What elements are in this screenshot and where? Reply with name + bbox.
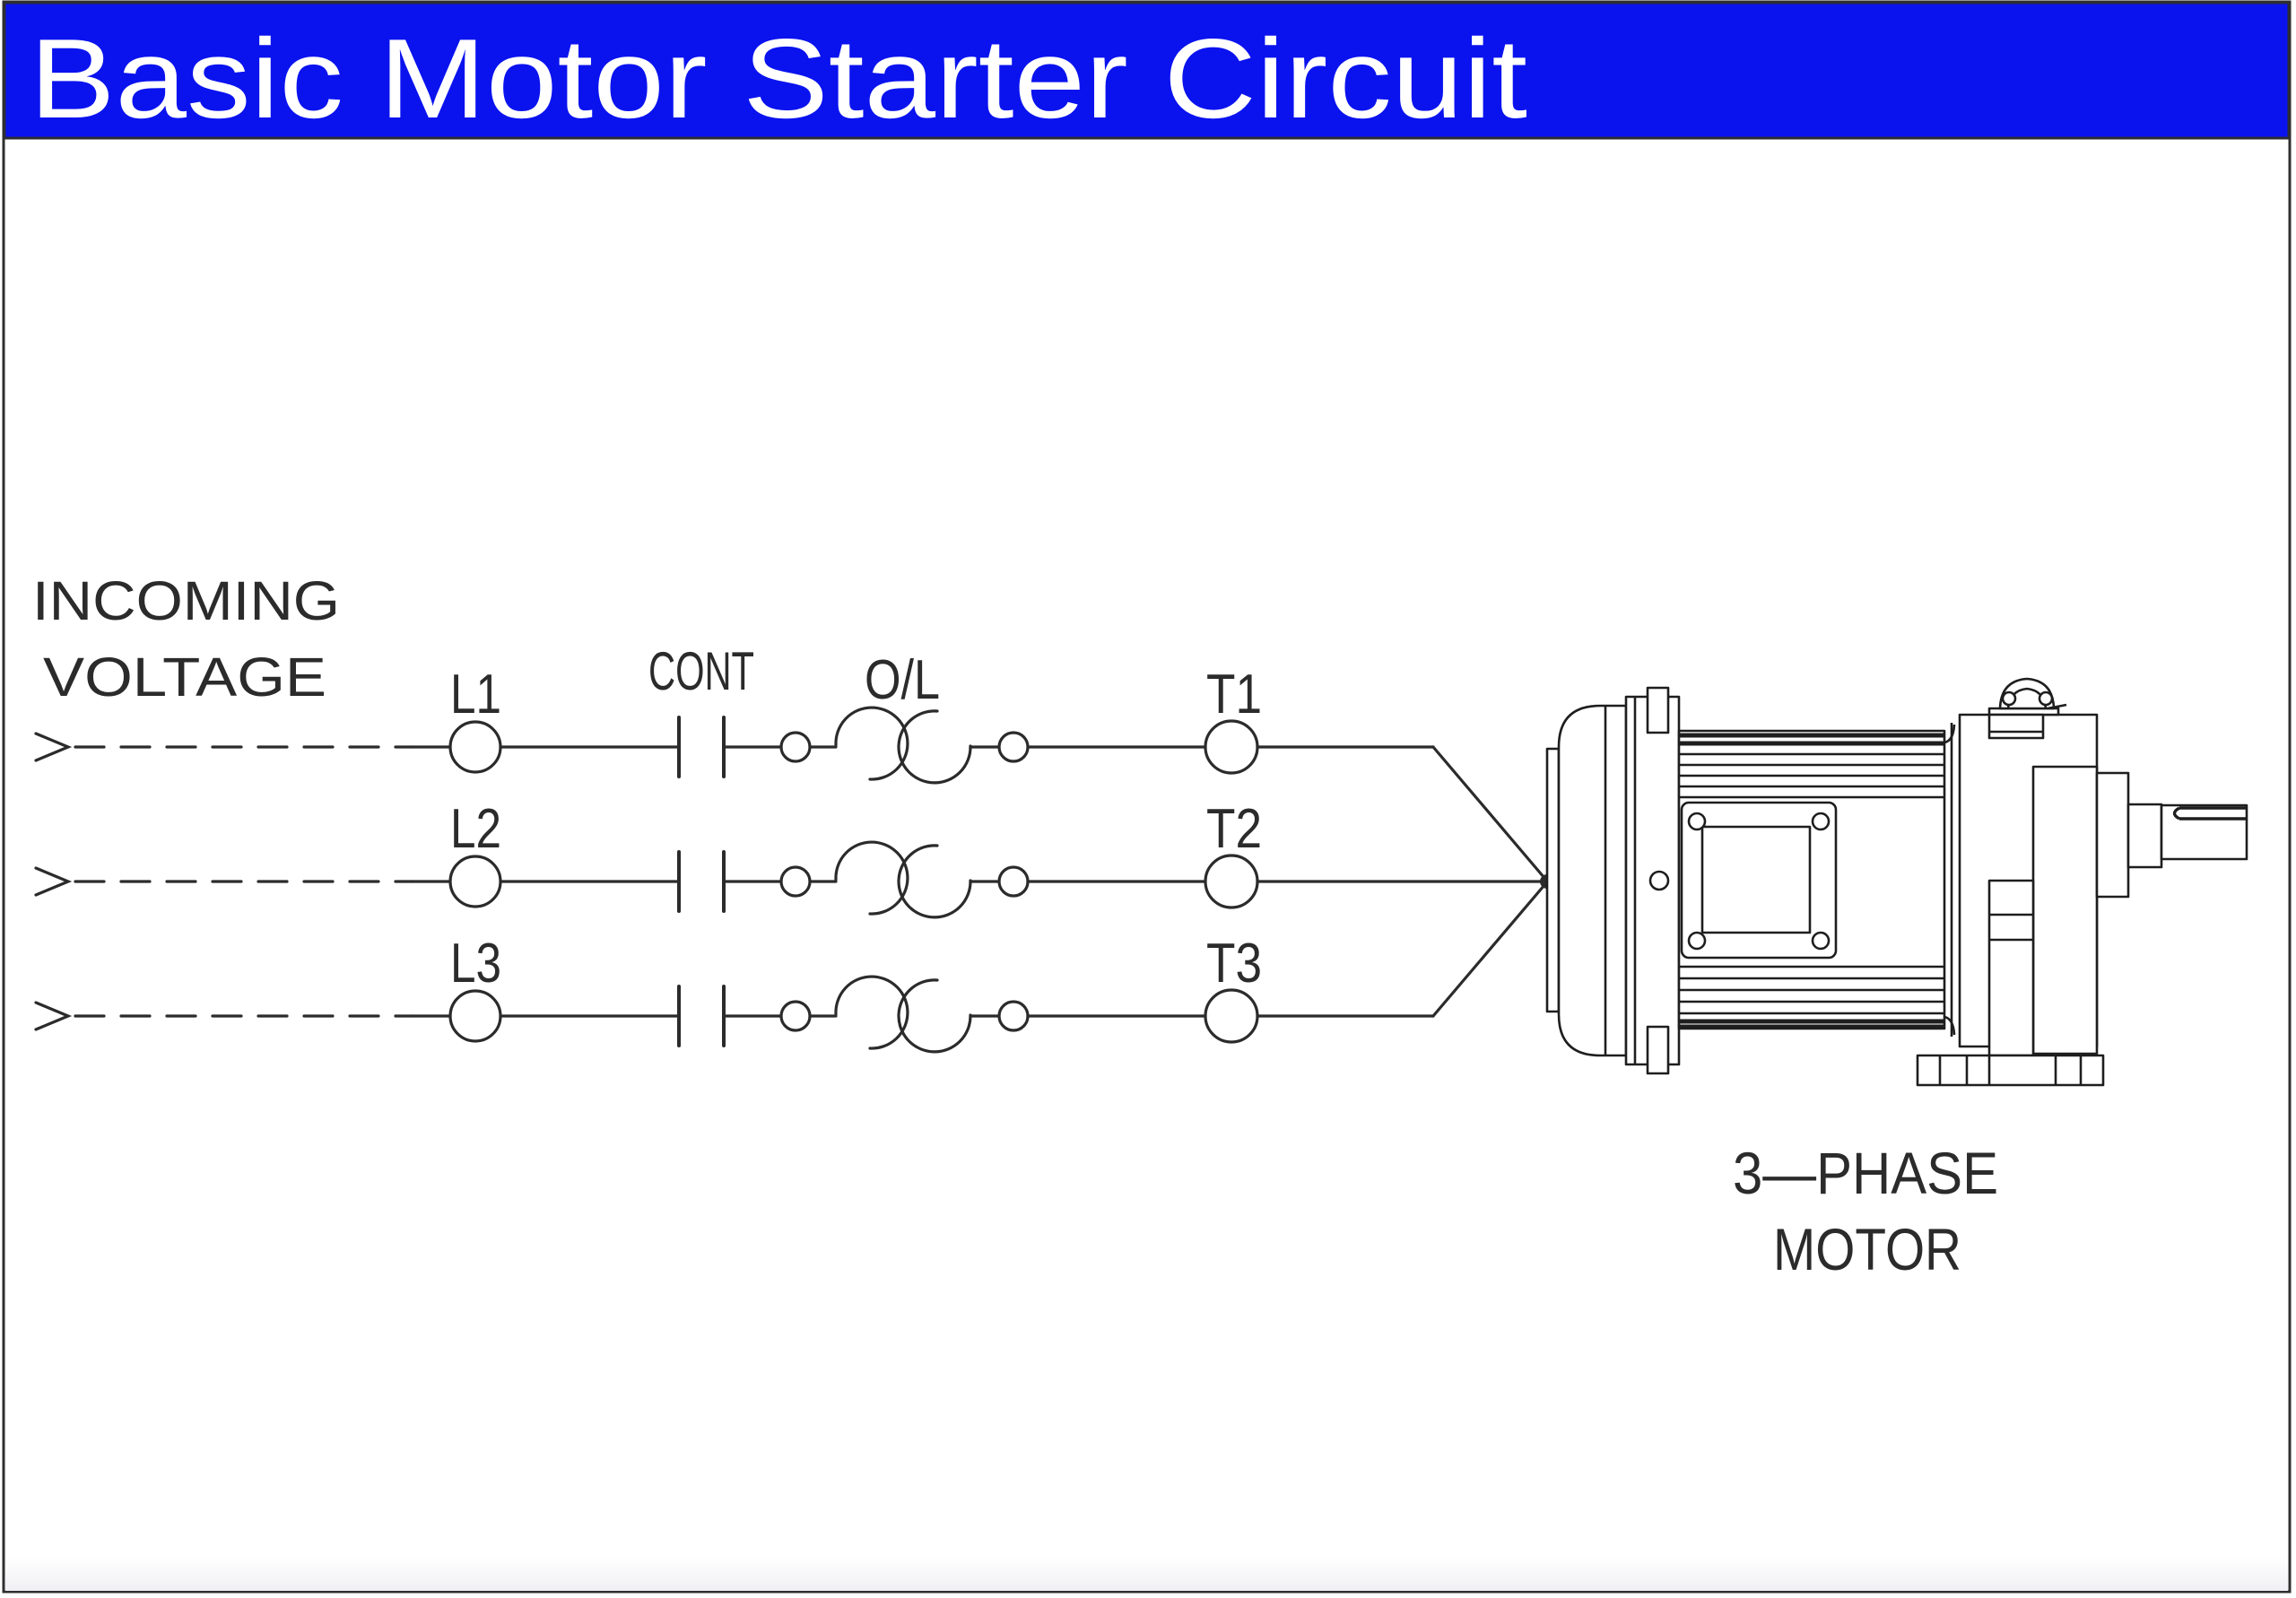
t1-motor-lead <box>1431 745 1546 880</box>
incoming-voltage-label-line2: VOLTAGE <box>43 647 326 708</box>
phase-row-3 <box>34 883 1546 1054</box>
eye-bolt-pin-left <box>2001 690 2017 707</box>
motor-drawing <box>1545 677 2248 1087</box>
shaft-hub <box>2126 803 2163 869</box>
terminal-box-bolt-br <box>1811 931 1831 951</box>
cooling-fins-top <box>1679 733 1944 799</box>
t3-motor-lead <box>1431 883 1546 1018</box>
shaft-keyway <box>2172 806 2247 821</box>
title-bar <box>3 1 2291 140</box>
terminal-box-bolt-tl <box>1687 812 1707 831</box>
flange-clamp-top <box>1646 686 1670 734</box>
flange-clamp-bottom <box>1646 1025 1670 1075</box>
flange-bolt-hole <box>1648 870 1670 891</box>
mounting-feet <box>1916 1054 2105 1087</box>
eye-bolt-pin-right <box>2038 690 2054 707</box>
incoming-arrow-3 <box>34 1001 73 1031</box>
motor-fan-cover <box>1557 704 1628 1057</box>
overload-coil-1-left <box>834 706 909 781</box>
support-leg <box>1987 879 2035 1057</box>
bottom-fade <box>5 1557 2288 1591</box>
phase-row-2 <box>34 840 1542 919</box>
overload-coil-1-right <box>897 709 972 785</box>
overload-coil-3-left <box>834 975 909 1050</box>
motor-rear-plate <box>1545 747 1561 1013</box>
phase-row-1 <box>34 706 1546 880</box>
t2-label: T2 <box>1206 798 1262 860</box>
terminal-box-bolt-bl <box>1687 931 1707 951</box>
l2-label: L2 <box>450 798 501 860</box>
overload-label: O/L <box>865 649 940 711</box>
t3-label: T3 <box>1206 933 1262 994</box>
t1-label: T1 <box>1206 664 1262 725</box>
circuit-lines <box>34 706 1554 1054</box>
overload-coil-2-right <box>897 844 972 919</box>
overload-coil-2-left <box>834 840 909 916</box>
motor-label-line2: MOTOR <box>1773 1216 1961 1282</box>
incoming-arrow-2 <box>34 866 73 897</box>
page-title: Basic Motor Starter Circuit <box>30 15 1527 142</box>
diagram-labels: INCOMING VOLTAGE L1 L2 L3 CONT O/L T1 T2… <box>32 570 1998 1282</box>
overload-coil-3-right <box>897 978 972 1054</box>
bearing-plate <box>2095 771 2130 899</box>
l1-label: L1 <box>450 664 501 725</box>
terminal-box-inner <box>1700 825 1812 934</box>
terminal-box-bolt-tr <box>1811 812 1831 831</box>
gearbox-front-panel <box>2031 765 2099 1055</box>
incoming-arrow-1 <box>34 732 73 762</box>
contactor-label: CONT <box>648 641 754 701</box>
motor-label-line1: 3—PHASE <box>1733 1140 1998 1206</box>
cooling-fins-bottom <box>1679 965 1944 1029</box>
lug-block <box>1987 713 2045 740</box>
incoming-voltage-label-line1: INCOMING <box>32 570 340 631</box>
l3-label: L3 <box>450 933 501 994</box>
